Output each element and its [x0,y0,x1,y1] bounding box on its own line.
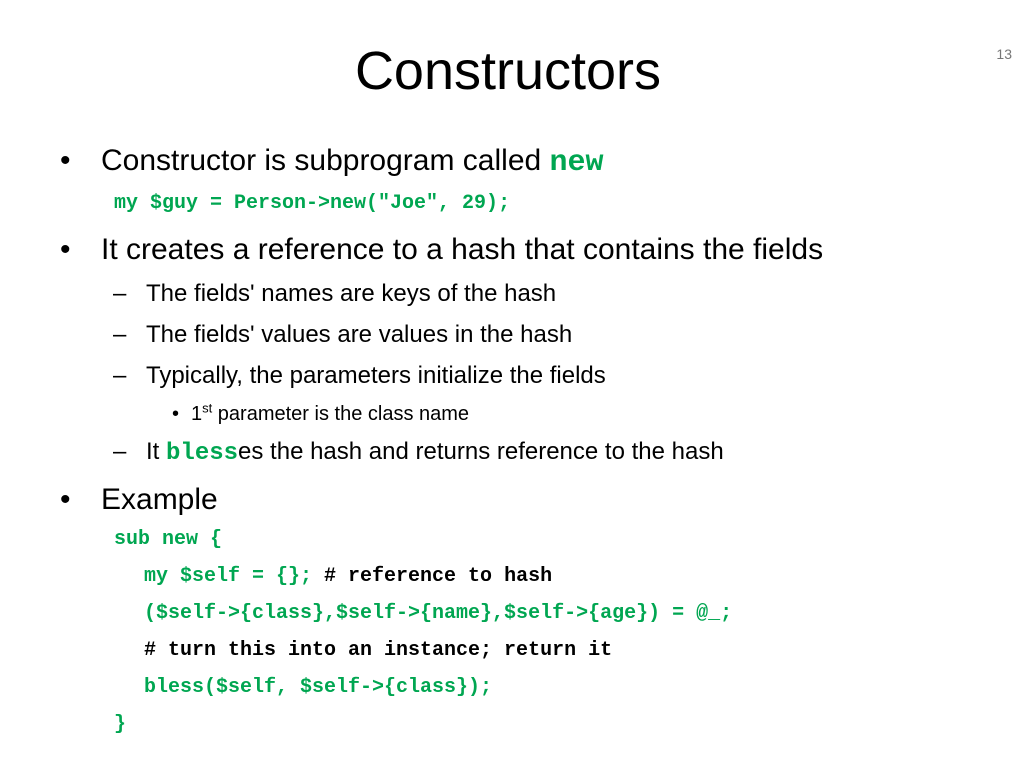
bullet-2-text: It creates a reference to a hash that co… [101,233,824,266]
bullet-2: • It creates a reference to a hash that … [0,232,1024,268]
dash-marker: – [113,438,127,465]
code-example-guy: my $guy = Person->new("Joe", 29); [114,192,511,215]
bullet-1-code: new [549,146,604,180]
ordinal-suffix: st [202,400,213,416]
sub-bullet-4: – It blesses the hash and returns refere… [0,438,1024,468]
slide-title: Constructors [354,41,662,101]
dash-marker: – [113,362,127,389]
bullet-marker: • [60,144,71,177]
bullet-3: • Example [0,482,1024,518]
code-line-4-comment: # turn this into an instance; return it [144,639,613,662]
dash-marker: – [113,321,127,348]
bullet-marker: • [60,233,71,266]
code-line-2-comment: # reference to hash [312,565,553,588]
sub-bullet-2: – The fields' values are values in the h… [0,321,1024,349]
sub-bullet-4-text: It blesses the hash and returns referenc… [146,438,724,468]
sub-bullet-4-post: es the hash and returns reference to the… [238,438,724,465]
sub-bullet-3: – Typically, the parameters initialize t… [0,362,1024,390]
dash-marker: – [113,280,127,307]
sub-bullet-2-text: The fields' values are values in the has… [146,321,573,348]
code-line-6: } [114,713,127,736]
code-line-2-code: my $self = {}; [144,565,313,588]
bless-code: bless [166,440,239,467]
bullet-1-text: Constructor is subprogram called new [101,143,604,181]
sub-bullet-4-pre: It [146,438,167,465]
ordinal-number: 1 [191,403,203,425]
sub-sub-bullet-1: • 1st parameter is the class name [0,400,1024,426]
sub-bullet-1: – The fields' names are keys of the hash [0,280,1024,308]
sub-sub-bullet-1-text: 1st parameter is the class name [191,400,470,426]
bullet-3-text: Example [101,483,218,516]
code-line-5: bless($self, $self->{class}); [144,676,493,699]
code-line-3: ($self->{class},$self->{name},$self->{ag… [144,602,733,625]
sub-bullet-3-text: Typically, the parameters initialize the… [146,362,606,389]
bullet-marker: • [60,483,71,516]
sub-bullet-1-text: The fields' names are keys of the hash [146,280,557,307]
bullet-1-label: Constructor is subprogram called [101,144,550,177]
slide-page-number: 13 [996,46,1012,62]
bullet-marker: • [172,403,180,425]
code-line-2: my $self = {}; # reference to hash [144,565,552,589]
code-line-1: sub new { [114,528,223,551]
bullet-1: • Constructor is subprogram called new [0,143,1024,181]
sub-sub-bullet-1-rest: parameter is the class name [212,403,470,425]
